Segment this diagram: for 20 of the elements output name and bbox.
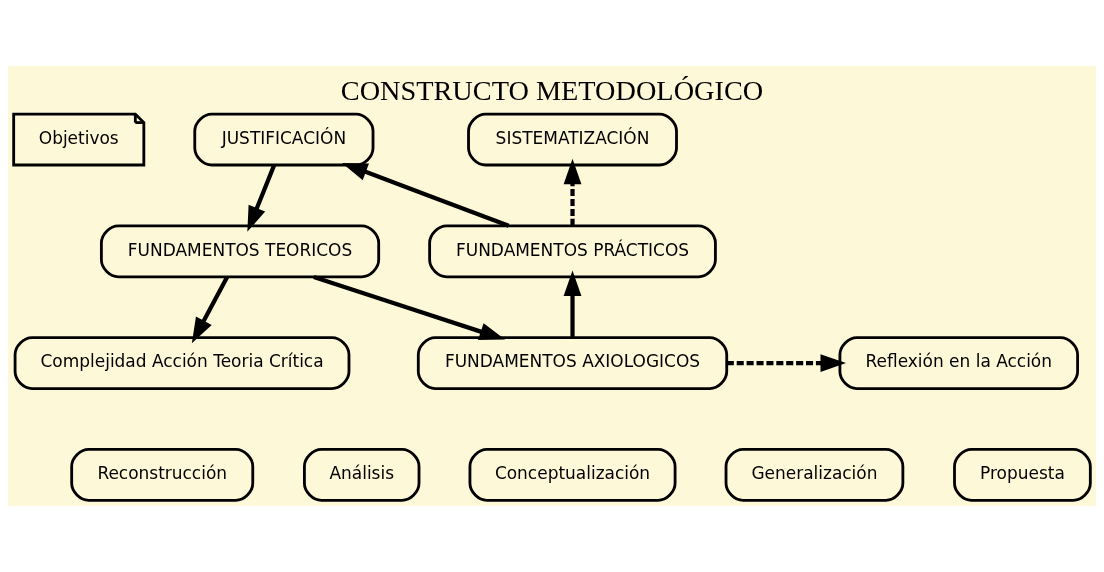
arrow — [726, 354, 846, 373]
node-box: FUNDAMENTOS TEORICOS — [99, 224, 381, 279]
node-box: Reconstrucción — [70, 448, 255, 502]
arrow — [563, 270, 582, 338]
node-box: Propuesta — [953, 448, 1092, 502]
node-box: Conceptualización — [468, 448, 677, 502]
node-box: Reflexión en la Acción — [838, 336, 1079, 390]
node-box: SISTEMATIZACIÓN — [467, 112, 678, 167]
arrow — [563, 158, 582, 226]
node-box: Complejidad Acción Teoria Crítica — [13, 336, 351, 390]
node-box: FUNDAMENTOS PRÁCTICOS — [428, 224, 717, 279]
node-box: Análisis — [303, 448, 421, 502]
node-box: FUNDAMENTOS AXIOLOGICOS — [416, 336, 729, 390]
node-box: JUSTIFICACIÓN — [193, 112, 375, 167]
arrow — [313, 274, 506, 341]
diagram-title: CONSTRUCTO METODOLÓGICO — [340, 74, 764, 106]
node-box: Generalización — [724, 448, 905, 502]
arrow — [191, 275, 230, 344]
arrow — [341, 162, 510, 228]
arrow — [247, 164, 277, 232]
